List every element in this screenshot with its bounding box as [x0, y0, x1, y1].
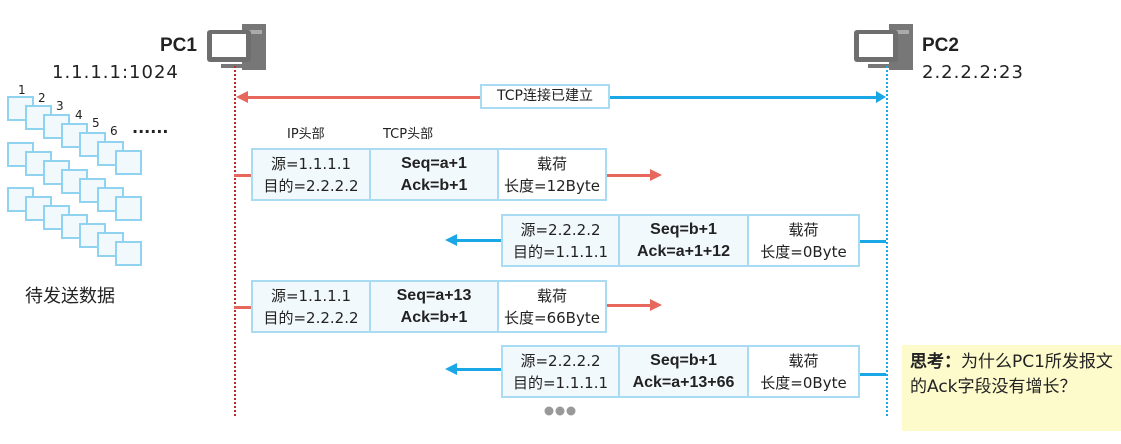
payload-cell: 载荷长度=12Byte [499, 150, 605, 199]
send-arrow [607, 174, 651, 177]
seq: Seq=b+1 [650, 351, 717, 369]
continuation-dots-icon [544, 406, 576, 416]
ack: Ack=b+1 [400, 176, 468, 194]
data-segment-square [115, 241, 142, 266]
ack: Ack=a+1+12 [637, 242, 730, 260]
payload: 载荷 [788, 351, 819, 370]
pc2-address: 2.2.2.2:23 [922, 62, 1024, 83]
ack: Ack=a+13+66 [632, 373, 735, 391]
arrowhead-left [445, 234, 457, 246]
dst: 目的=2.2.2.2 [263, 308, 359, 327]
pc2-timeline [886, 66, 888, 416]
arrowhead-left [236, 91, 248, 103]
length: 长度=12Byte [504, 176, 600, 195]
packet-stub [859, 373, 886, 376]
packet-stub [859, 240, 886, 243]
src: 源=2.2.2.2 [520, 351, 601, 370]
queue-number: 2 [38, 91, 46, 105]
src: 源=1.1.1.1 [270, 286, 352, 305]
seq: Seq=a+1 [401, 154, 467, 172]
queue-number: 5 [92, 116, 100, 130]
ack: Ack=b+1 [400, 308, 468, 326]
pc2-name: PC2 [922, 35, 959, 56]
queue-number: 6 [110, 124, 118, 138]
payload: 载荷 [536, 154, 567, 173]
dst: 目的=2.2.2.2 [263, 176, 359, 195]
ip-header-label: IP头部 [287, 127, 325, 142]
ip-header-cell: 源=2.2.2.2 目的=1.1.1.1 [503, 216, 620, 265]
payload: 载荷 [536, 286, 567, 305]
dst: 目的=1.1.1.1 [512, 242, 609, 261]
thinking-note: 思考：为什么PC1所发报文的Ack字段没有增长？ [902, 345, 1121, 431]
pc2-computer-icon [854, 24, 913, 70]
pc1-computer-icon [207, 24, 266, 70]
pc1-timeline [234, 66, 236, 416]
pc1-name: PC1 [160, 35, 197, 56]
seq: Seq=a+13 [396, 286, 472, 304]
connection-label: TCP连接已建立 [480, 84, 610, 109]
dst: 目的=1.1.1.1 [512, 373, 609, 392]
note-title: 思考： [910, 352, 961, 372]
tcp-header-label: TCP头部 [383, 127, 434, 142]
length: 长度=66Byte [504, 308, 600, 327]
payload-cell: 载荷长度=66Byte [499, 282, 605, 331]
queue-ellipsis: ...... [132, 118, 169, 137]
src: 源=1.1.1.1 [270, 154, 352, 173]
arrowhead-left [445, 363, 457, 375]
pc1-address: 1.1.1.1:1024 [52, 62, 179, 83]
payload: 载荷 [788, 220, 819, 239]
note-body: 为什么PC1所发报文的Ack字段没有增长？ [910, 352, 1113, 397]
queue-number: 1 [18, 83, 26, 97]
length: 长度=0Byte [760, 373, 847, 392]
src: 源=2.2.2.2 [520, 220, 601, 239]
connection-arrow-left [244, 96, 484, 99]
data-segment-square [115, 150, 142, 175]
seq: Seq=b+1 [650, 220, 717, 238]
send-arrow [456, 239, 501, 242]
ip-header-cell: 源=1.1.1.1 目的=2.2.2.2 [253, 282, 371, 331]
arrowhead-right [876, 91, 886, 103]
send-arrow [456, 368, 501, 371]
queue-number: 3 [56, 99, 64, 113]
queue-label: 待发送数据 [25, 286, 115, 307]
queue-number: 4 [75, 108, 83, 122]
connection-arrow-right [610, 96, 878, 99]
arrowhead-right [650, 299, 662, 311]
payload-cell: 载荷长度=0Byte [749, 216, 858, 265]
arrowhead-right [650, 169, 662, 181]
packet-stub [234, 174, 251, 177]
data-segment-square [115, 196, 142, 221]
packet-stub [234, 306, 251, 309]
ip-header-cell: 源=2.2.2.2 目的=1.1.1.1 [503, 347, 620, 396]
payload-cell: 载荷长度=0Byte [749, 347, 858, 396]
length: 长度=0Byte [760, 242, 847, 261]
send-arrow [607, 304, 651, 307]
ip-header-cell: 源=1.1.1.1 目的=2.2.2.2 [253, 150, 371, 199]
